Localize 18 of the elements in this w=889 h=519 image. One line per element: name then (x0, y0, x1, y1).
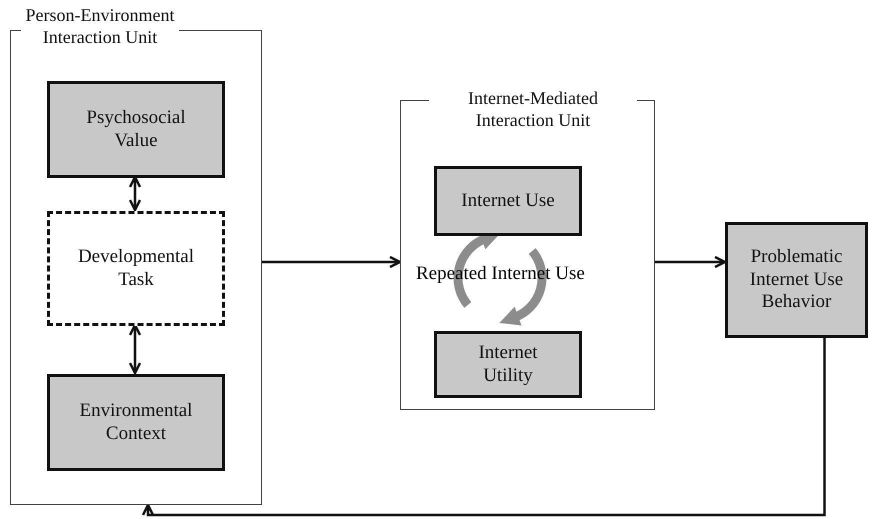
box-label: Problematic Internet Use Behavior (748, 246, 844, 314)
box-label: Environmental Context (78, 400, 194, 446)
cycle-label: Repeated Internet Use (416, 263, 585, 285)
process-box (47, 211, 225, 326)
arrow (142, 338, 826, 516)
box-label: Internet Utility (477, 342, 539, 388)
arrow (655, 256, 726, 268)
box-label: Internet Use (460, 190, 556, 212)
process-box (47, 81, 225, 178)
arrow (262, 256, 402, 268)
arrow (128, 176, 142, 212)
box-label: Psychosocial Value (85, 106, 187, 152)
box-label: Developmental Task (76, 246, 196, 292)
process-box (434, 331, 582, 398)
process-box (434, 166, 582, 236)
process-box (725, 222, 868, 338)
arrow (128, 324, 142, 374)
process-box (47, 374, 225, 471)
